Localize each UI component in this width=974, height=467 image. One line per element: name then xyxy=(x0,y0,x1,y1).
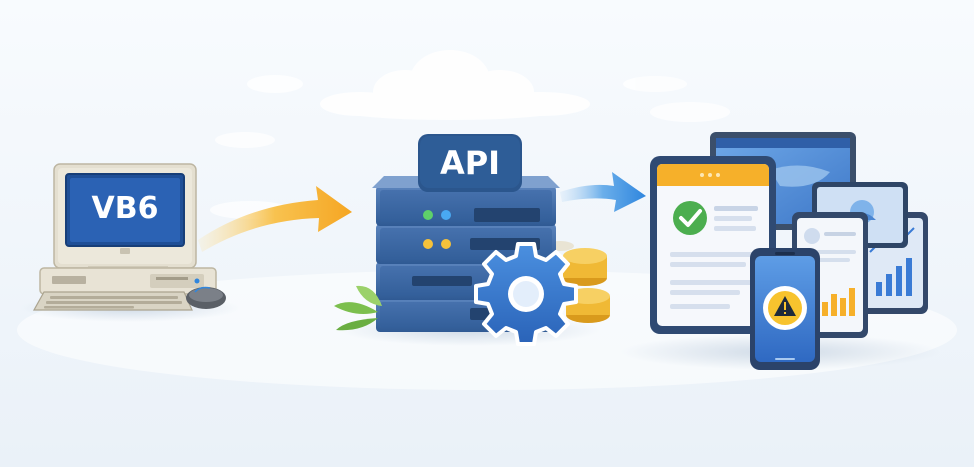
flow-arrow-api-to-devices xyxy=(560,172,646,212)
warning-icon xyxy=(763,286,807,330)
bar-chart-icon xyxy=(876,258,912,296)
tablet-main xyxy=(650,156,776,334)
leaf-icon xyxy=(334,285,382,331)
smartphone xyxy=(750,248,820,370)
cloud-icon xyxy=(320,50,590,120)
gear-icon xyxy=(474,242,578,346)
api-badge: API xyxy=(418,134,522,192)
vb6-label: VB6 xyxy=(92,191,159,226)
mouse-icon xyxy=(186,286,226,309)
desktop-computer-icon: VB6 xyxy=(32,163,217,311)
api-label: API xyxy=(440,144,500,182)
bar-chart-icon xyxy=(822,288,855,316)
checkmark-icon xyxy=(673,201,707,235)
flow-arrow-legacy-to-api xyxy=(198,186,352,252)
